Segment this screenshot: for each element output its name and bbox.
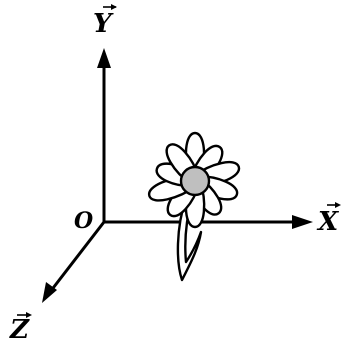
origin-label: O <box>74 208 93 234</box>
x-axis-label-group: X <box>316 202 341 237</box>
flower-leaf <box>176 197 203 282</box>
x-axis-arrowhead <box>292 215 313 229</box>
z-axis-arrowhead <box>42 282 57 303</box>
y-axis-label-group: Y <box>93 4 117 39</box>
y-vector-arrowhead-icon <box>111 4 117 10</box>
z-vector-arrowhead-icon <box>26 312 32 318</box>
y-axis-label: Y <box>93 9 114 39</box>
flower-center <box>179 165 211 197</box>
z-axis <box>48 221 106 293</box>
x-axis-label: X <box>316 207 340 237</box>
x-vector-arrowhead-icon <box>335 202 341 208</box>
y-axis-arrowhead <box>97 48 111 68</box>
z-axis-label-group: Z <box>9 312 32 345</box>
z-axis-label: Z <box>9 315 30 345</box>
